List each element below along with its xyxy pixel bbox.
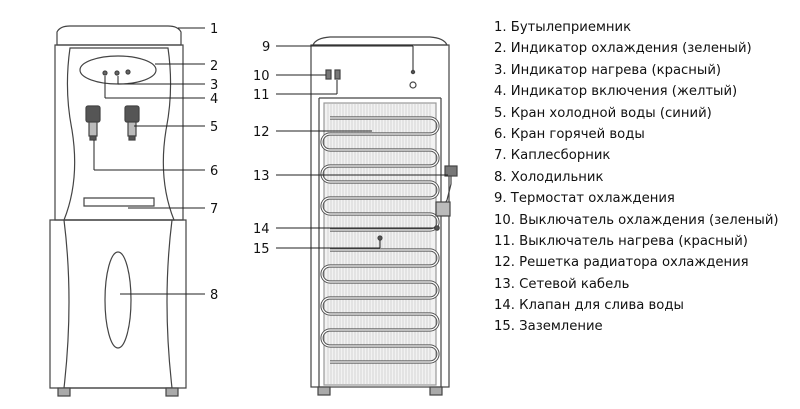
callout-2: 2 (210, 59, 218, 74)
drip-tray (83, 197, 155, 207)
legend-item-13: 13. Сетевой кабель (494, 276, 630, 292)
ground-terminal (377, 235, 383, 241)
callout-1: 1 (210, 22, 218, 37)
callout-12: 12 (253, 125, 270, 140)
callout-13: 13 (253, 169, 270, 184)
cooling-coil-inner (321, 117, 439, 363)
cold-tap (85, 105, 101, 141)
legend-item-6: 6. Кран горячей воды (494, 126, 645, 142)
power-plug (444, 165, 458, 177)
heating-switch (334, 69, 341, 80)
back-callouts: 9 10 11 12 13 14 15 (253, 40, 270, 257)
parts-legend: 1. Бутылеприемник 2. Индикатор охлаждени… (494, 17, 779, 338)
back-leader-lines (276, 45, 448, 249)
legend-item-14: 14. Клапан для слива воды (494, 298, 684, 314)
indicator-light-green (102, 70, 108, 76)
callout-6: 6 (210, 164, 218, 179)
legend-item-8: 8. Холодильник (494, 169, 604, 185)
cooling-switch (325, 69, 332, 80)
legend-item-11: 11. Выключатель нагрева (красный) (494, 233, 748, 249)
legend-item-4: 4. Индикатор включения (желтый) (494, 84, 738, 100)
front-view (49, 25, 187, 397)
front-callouts: 1 2 3 4 5 6 7 8 (210, 22, 218, 303)
callout-14: 14 (253, 222, 270, 237)
legend-item-7: 7. Каплесборник (494, 148, 611, 164)
front-leader-lines (93, 27, 205, 295)
legend-item-9: 9. Термостат охлаждения (494, 191, 675, 207)
legend-item-12: 12. Решетка радиатора охлаждения (494, 255, 749, 271)
callout-8: 8 (210, 288, 218, 303)
fridge-door-slot (104, 251, 132, 349)
hot-tap (124, 105, 140, 141)
back-top-cap (312, 36, 448, 46)
cable-bracket (435, 201, 451, 217)
front-upper-body (54, 44, 184, 221)
callout-4: 4 (210, 92, 218, 107)
legend-item-3: 3. Индикатор нагрева (красный) (494, 62, 722, 78)
front-foot-right (165, 387, 179, 397)
back-foot-left (317, 386, 331, 396)
callout-9: 9 (262, 40, 270, 55)
legend-item-2: 2. Индикатор охлаждения (зеленый) (494, 41, 752, 57)
back-foot-right (429, 386, 443, 396)
thermostat-knob (409, 81, 417, 89)
callout-11: 11 (253, 88, 270, 103)
legend-item-1: 1. Бутылеприемник (494, 20, 632, 35)
legend-item-15: 15. Заземление (494, 319, 603, 335)
thermostat-dot (410, 69, 416, 75)
callout-15: 15 (253, 242, 270, 257)
front-foot-left (57, 387, 71, 397)
radiator-fins (327, 104, 431, 384)
drain-valve (434, 225, 440, 231)
back-view (310, 36, 458, 396)
callout-5: 5 (210, 120, 218, 135)
legend-item-5: 5. Кран холодной воды (синий) (494, 105, 712, 121)
front-lower-body (49, 219, 187, 389)
legend-item-10: 10. Выключатель охлаждения (зеленый) (494, 212, 779, 228)
indicator-light-yellow (125, 69, 131, 75)
callout-7: 7 (210, 202, 218, 217)
callout-3: 3 (210, 78, 218, 93)
indicator-light-red (114, 70, 120, 76)
front-top-cap (56, 25, 182, 46)
callout-10: 10 (253, 69, 270, 84)
front-lower-panel (63, 219, 173, 389)
